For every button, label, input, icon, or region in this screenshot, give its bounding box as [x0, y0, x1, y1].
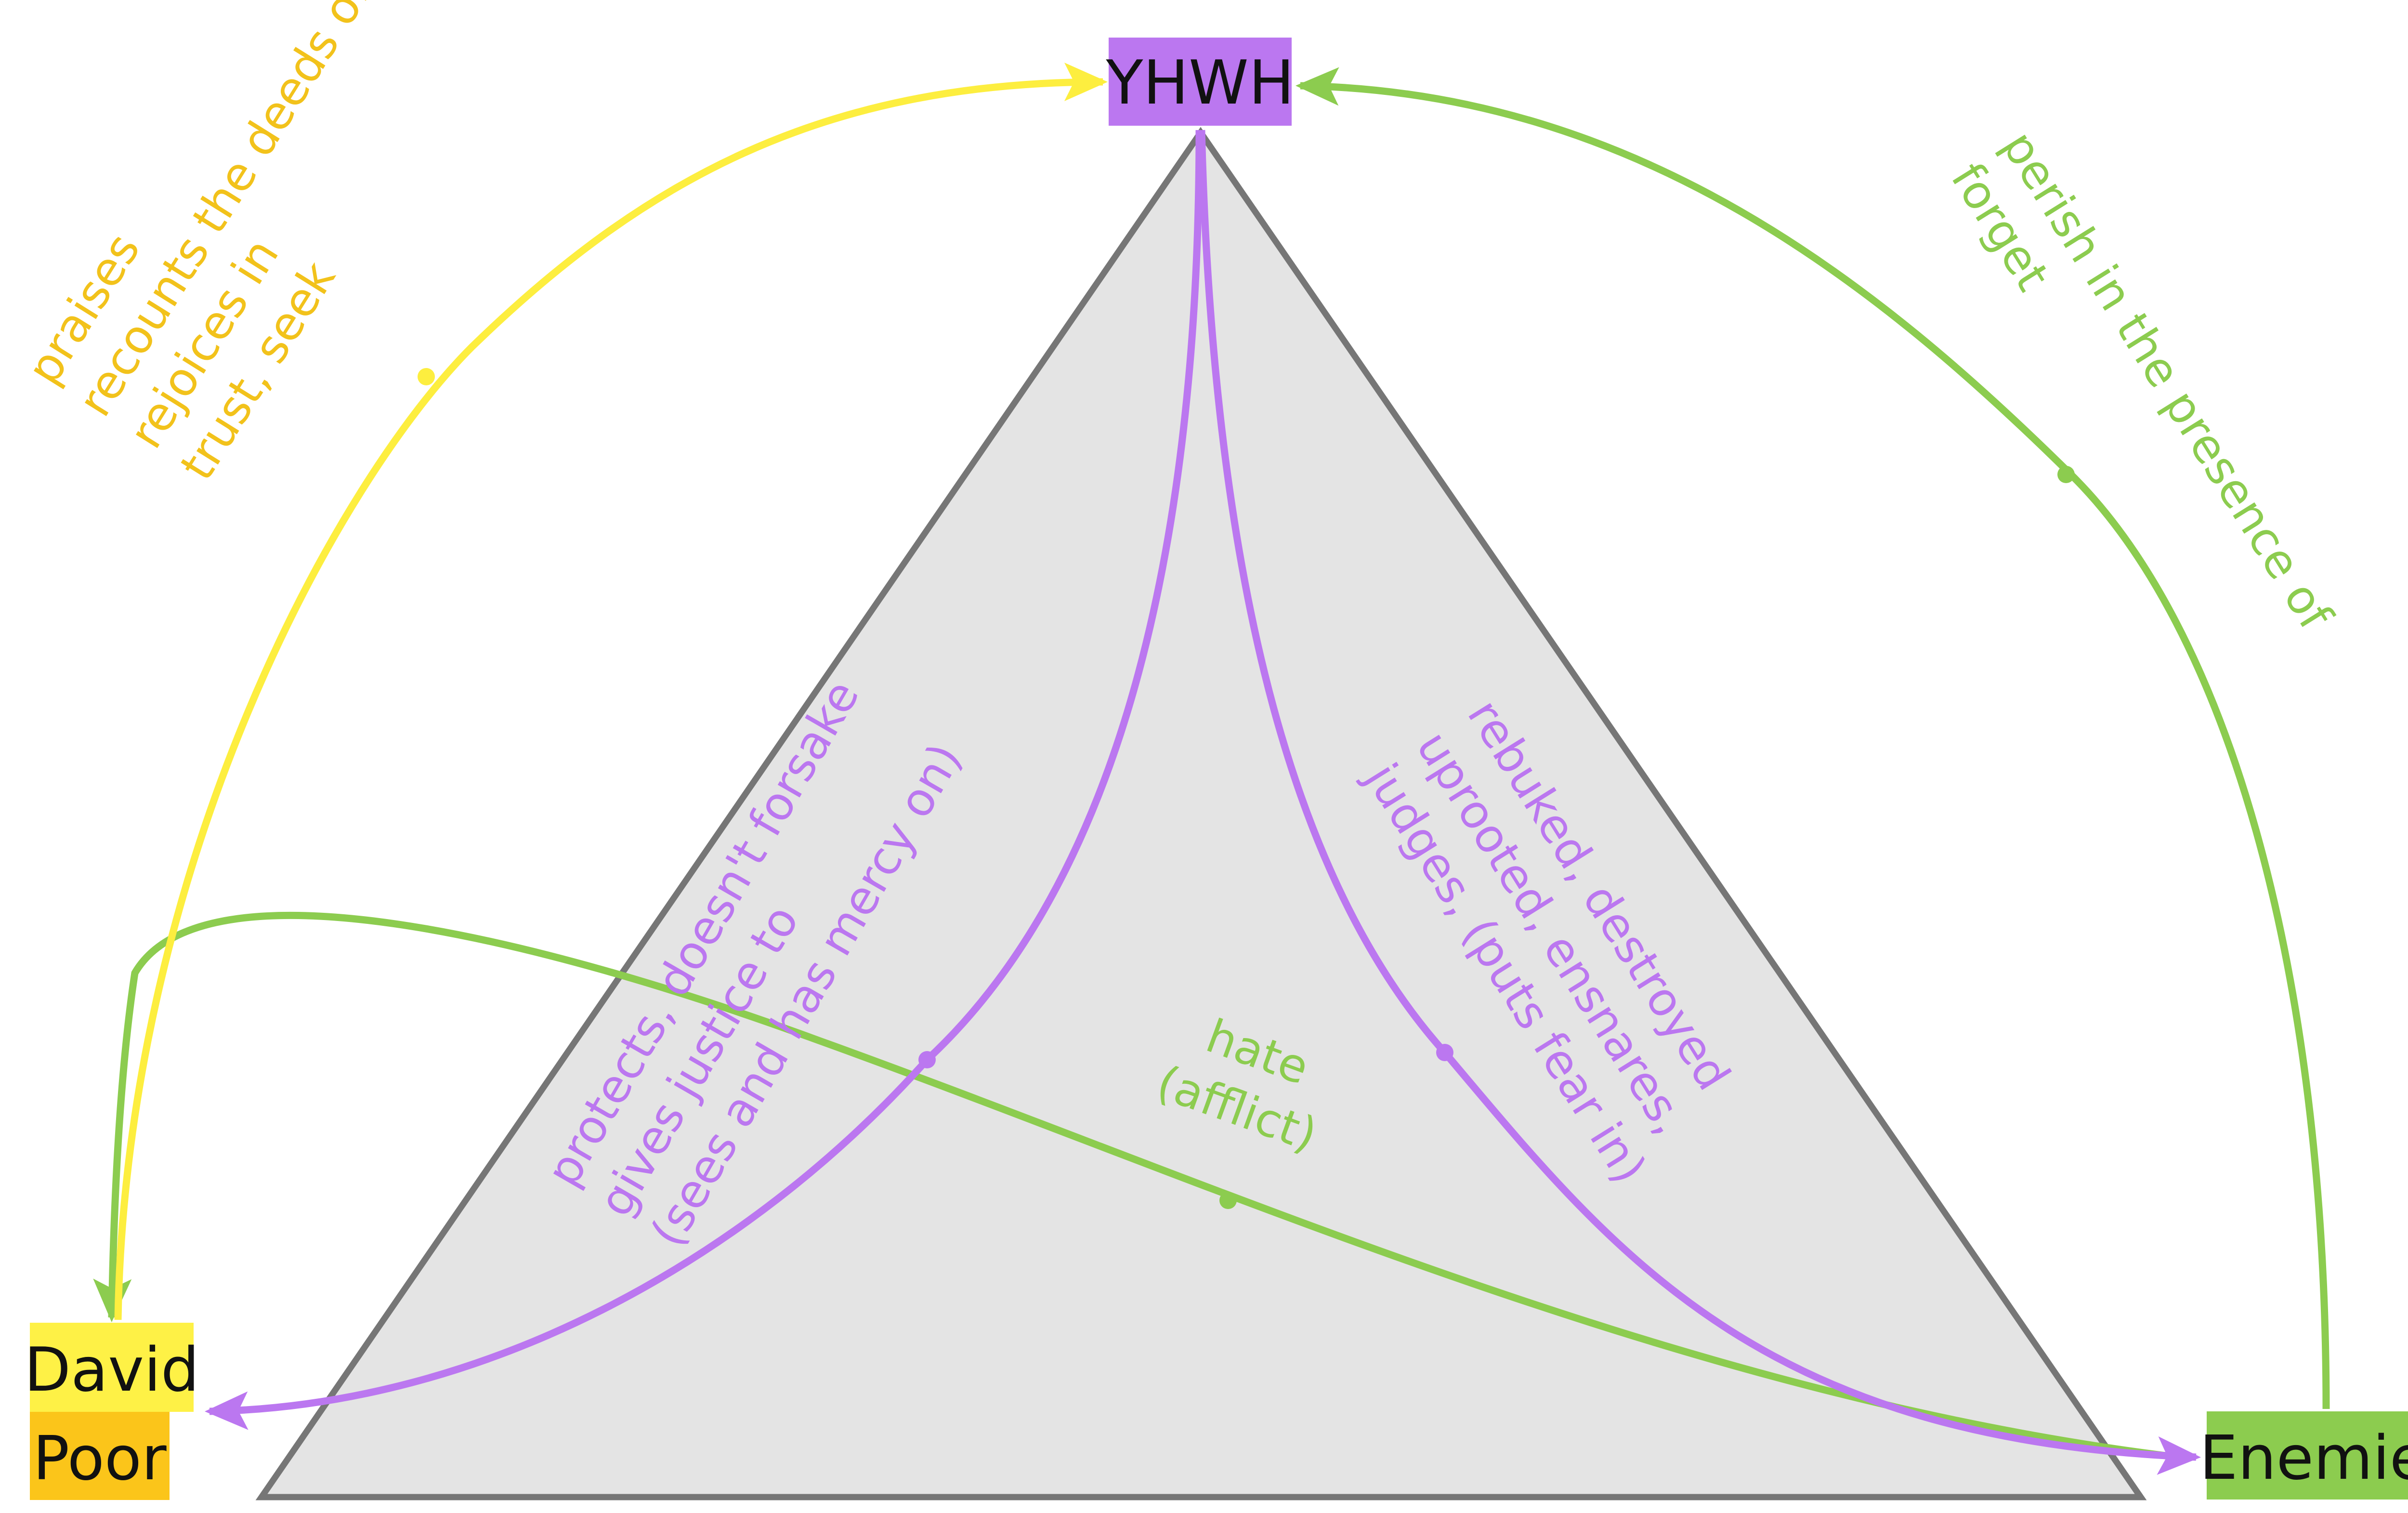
arrow-david-to-yhwh [114, 63, 1108, 1320]
node-yhwh: YHWH [1105, 38, 1295, 126]
node-poor-label: Poor [33, 1423, 167, 1494]
midpoint-dot-hate [1219, 1192, 1237, 1209]
node-enemies-label: Enemies [2199, 1422, 2408, 1493]
midpoint-dot-yhwh-david [918, 1051, 936, 1068]
label-enemies-to-yhwh: perish in the presence of forget [1940, 122, 2343, 640]
arrow-enemies-to-david [93, 912, 2177, 1461]
node-david: David [24, 1323, 199, 1412]
node-yhwh-label: YHWH [1105, 47, 1294, 118]
node-david-label: David [24, 1334, 199, 1405]
midpoint-dot-yhwh-enemies [1436, 1044, 1453, 1061]
midpoint-dot-enemies-yhwh [2057, 466, 2075, 483]
node-enemies: Enemies [2199, 1411, 2408, 1500]
relation-perish: perish in the presence of [1991, 122, 2343, 640]
relation-recounts: recounts the deeds of [68, 0, 382, 425]
arrow-yhwh-to-david [205, 130, 1203, 1430]
relationship-triangle [255, 127, 2147, 1500]
node-poor: Poor [30, 1412, 170, 1500]
midpoint-dot-david-yhwh [418, 368, 435, 385]
